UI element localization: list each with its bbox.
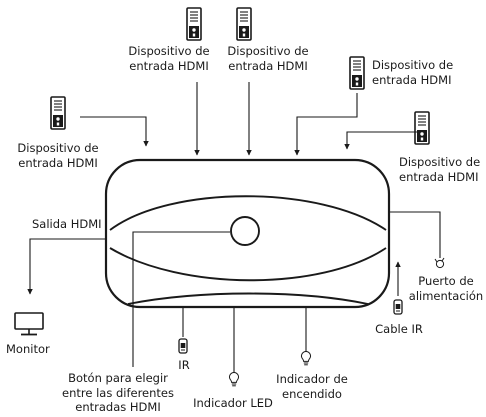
hdmi-input-label-4: Dispositivo de entrada HDMI bbox=[17, 141, 99, 170]
hdmi-input-label-2: Dispositivo de entrada HDMI bbox=[227, 44, 309, 73]
callout-lines bbox=[132, 231, 307, 374]
hdmi-input-label-3: Dispositivo de entrada HDMI bbox=[372, 58, 454, 87]
input-connectors bbox=[80, 82, 418, 156]
hdmi-source-5-tower-icon bbox=[414, 111, 430, 145]
hdmi-source-3-tower-icon bbox=[349, 56, 365, 90]
body-upper-curve bbox=[109, 195, 387, 231]
monitor-icon bbox=[14, 312, 44, 336]
body-bottom-curve bbox=[127, 292, 369, 305]
hdmi-output-label: Salida HDMI bbox=[32, 217, 102, 231]
hdmi-input-label-1: Dispositivo de entrada HDMI bbox=[128, 44, 210, 73]
body-lower-curve bbox=[109, 247, 387, 282]
ir-cable-receiver-icon bbox=[393, 299, 403, 315]
input-select-button bbox=[230, 216, 260, 246]
power-port-label: Puerto de alimentación bbox=[408, 274, 484, 303]
power-bulb-icon bbox=[301, 350, 311, 366]
led-bulb-icon bbox=[229, 371, 239, 387]
ir-cable-label: Cable IR bbox=[375, 322, 423, 336]
hdmi-output-connector bbox=[27, 238, 106, 295]
power-connector bbox=[389, 211, 441, 258]
hdmi-source-2-tower-icon bbox=[236, 7, 252, 41]
plug-icon bbox=[434, 257, 445, 269]
hdmi-source-4-tower-icon bbox=[50, 96, 66, 130]
power-indicator-label: Indicador de encendido bbox=[276, 372, 348, 401]
hdmi-source-1-tower-icon bbox=[186, 7, 202, 41]
ir-label: IR bbox=[178, 358, 190, 372]
hdmi-input-label-5: Dispositivo de entrada HDMI bbox=[399, 155, 481, 184]
ir-sensor-icon bbox=[178, 338, 188, 354]
select-button-label: Botón para elegir entre las diferentes e… bbox=[61, 371, 175, 414]
monitor-label: Monitor bbox=[6, 342, 50, 356]
led-indicator-label: Indicador LED bbox=[193, 396, 273, 410]
